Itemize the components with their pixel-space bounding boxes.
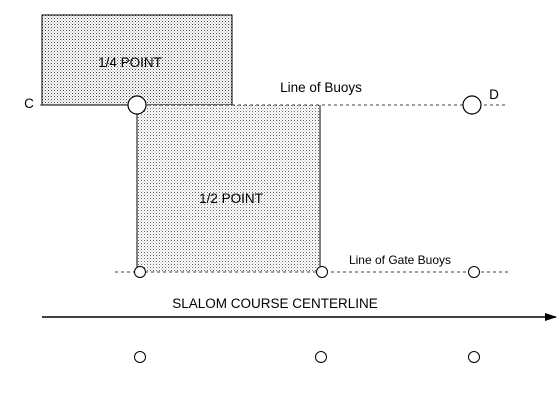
buoy-large-left: [127, 95, 147, 115]
gate-buoy-3: [468, 266, 480, 278]
lower-buoy-3: [468, 351, 480, 363]
quarter-point-region: [41, 14, 233, 106]
gate-buoy-1: [134, 266, 146, 278]
quarter-point-label: 1/4 POINT: [98, 55, 162, 70]
lower-buoy-2: [315, 351, 327, 363]
line-of-buoys-label: Line of Buoys: [280, 80, 362, 95]
centerline-label: SLALOM COURSE CENTERLINE: [172, 296, 378, 311]
line-of-gate-buoys-label: Line of Gate Buoys: [349, 253, 451, 267]
point-c-label: C: [24, 96, 34, 111]
buoy-large-right: [462, 95, 482, 115]
lower-buoy-1: [134, 351, 146, 363]
point-d-label: D: [489, 87, 499, 102]
half-point-label: 1/2 POINT: [199, 191, 263, 206]
half-point-region: [137, 105, 320, 272]
gate-buoy-2: [316, 266, 328, 278]
